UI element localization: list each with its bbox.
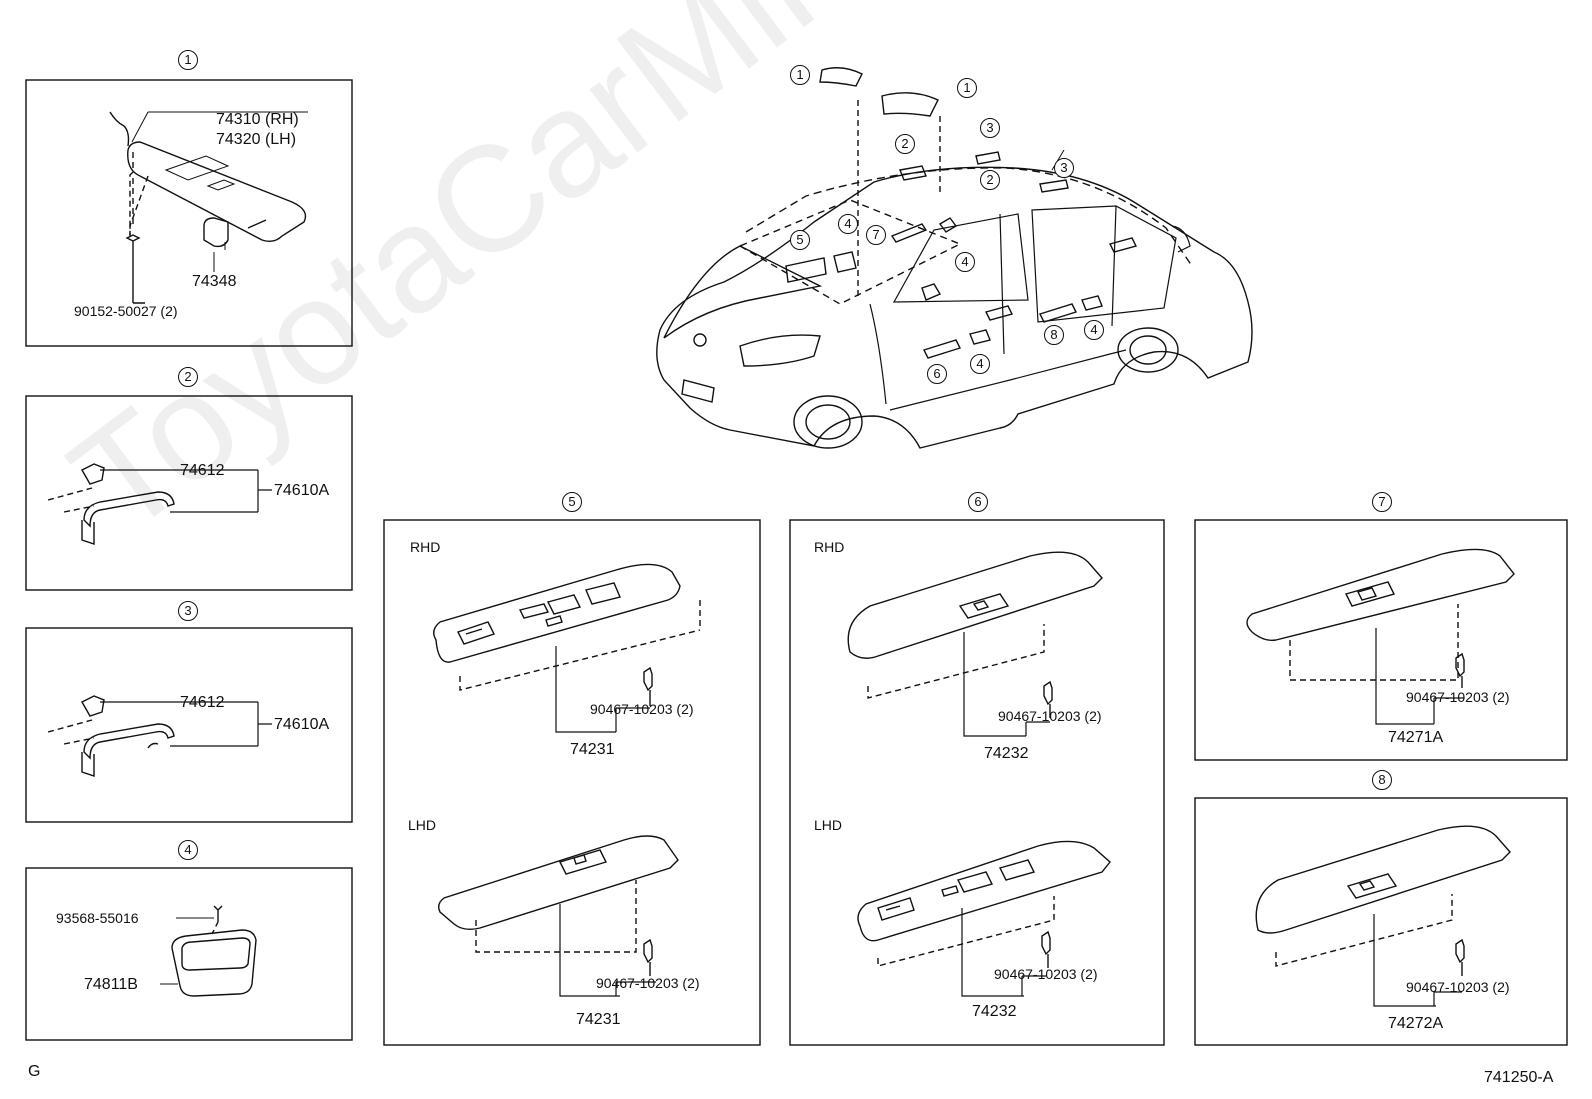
clip-label-6-rhd: 90467-10203 (2) — [998, 708, 1102, 724]
part-74320-label: 74320 (LH) — [216, 131, 297, 148]
part-74612-label-a: 74612 — [180, 462, 225, 479]
clip-label-5-lhd: 90467-10203 (2) — [596, 975, 700, 991]
part-93568-label: 93568-55016 — [56, 910, 139, 926]
part-74231-label-lhd: 74231 — [576, 1011, 621, 1028]
clip-label-5-rhd: 90467-10203 (2) — [590, 701, 694, 717]
section-6-marker: 6 — [968, 492, 988, 512]
switch-base-5-lhd — [437, 835, 679, 997]
part-90152-label: 90152-50027 (2) — [74, 303, 178, 319]
lhd-label-6: LHD — [814, 817, 843, 833]
panel-6-frame — [789, 519, 1165, 1046]
car-callout-6: 6 — [927, 364, 947, 384]
panel-3-frame — [25, 627, 353, 823]
panel-4-frame — [25, 867, 353, 1041]
section-7-marker: 7 — [1372, 492, 1392, 512]
car-callout-2b: 2 — [980, 170, 1000, 190]
part-74811b-label: 74811B — [84, 976, 138, 993]
car-callout-8: 8 — [1044, 325, 1064, 345]
section-8-marker: 8 — [1372, 770, 1392, 790]
clip-label-7: 90467-10203 (2) — [1406, 689, 1510, 705]
sun-visor-drawing — [109, 111, 308, 304]
assist-grip-drawing-1 — [47, 463, 272, 545]
section-5-marker: 5 — [562, 492, 582, 512]
switch-base-5-rhd — [433, 563, 701, 733]
part-74232-label-lhd: 74232 — [972, 1003, 1017, 1020]
panel-2-frame — [25, 395, 353, 591]
car-callout-4d: 4 — [1084, 320, 1104, 340]
part-74610a-label-a: 74610A — [274, 482, 330, 499]
panel-7-frame — [1194, 519, 1568, 761]
clip-label-6-lhd: 90467-10203 (2) — [994, 966, 1098, 982]
car-callout-4b: 4 — [955, 252, 975, 272]
footer-left: G — [28, 1063, 41, 1080]
door-pocket-drawing — [160, 905, 257, 997]
section-4-marker: 4 — [178, 840, 198, 860]
rhd-label-6: RHD — [814, 539, 845, 555]
panel-5-frame — [383, 519, 761, 1046]
part-74348-label: 74348 — [192, 273, 237, 290]
panel-8-frame — [1194, 797, 1568, 1046]
lhd-label-5: LHD — [408, 817, 437, 833]
section-1-marker: 1 — [178, 50, 198, 70]
car-drawing — [656, 67, 1253, 449]
part-74310-label: 74310 (RH) — [216, 111, 299, 128]
switch-base-6-rhd — [847, 551, 1103, 737]
section-3-marker: 3 — [178, 601, 198, 621]
part-74231-label-rhd: 74231 — [570, 741, 615, 758]
switch-base-7 — [1246, 548, 1515, 725]
car-callout-1b: 1 — [957, 78, 977, 98]
switch-base-8 — [1255, 825, 1511, 1007]
car-callout-4a: 4 — [838, 214, 858, 234]
clip-label-8: 90467-10203 (2) — [1406, 979, 1510, 995]
part-74612-label-b: 74612 — [180, 694, 225, 711]
switch-base-6-lhd — [857, 840, 1111, 997]
car-callout-2a: 2 — [895, 134, 915, 154]
part-74271a-label: 74271A — [1388, 729, 1444, 746]
car-callout-7: 7 — [866, 225, 886, 245]
car-callout-5: 5 — [790, 230, 810, 250]
panel-1-frame — [25, 79, 353, 347]
diagram-code: 741250-A — [1484, 1069, 1554, 1086]
car-callout-3b: 3 — [1054, 158, 1074, 178]
part-74272a-label: 74272A — [1388, 1015, 1444, 1032]
car-callout-1a: 1 — [790, 65, 810, 85]
rhd-label-5: RHD — [410, 539, 441, 555]
car-callout-3a: 3 — [980, 118, 1000, 138]
part-74610a-label-b: 74610A — [274, 716, 330, 733]
assist-grip-drawing-2 — [47, 695, 272, 777]
section-2-marker: 2 — [178, 367, 198, 387]
car-callout-4c: 4 — [970, 354, 990, 374]
part-74232-label-rhd: 74232 — [984, 745, 1029, 762]
